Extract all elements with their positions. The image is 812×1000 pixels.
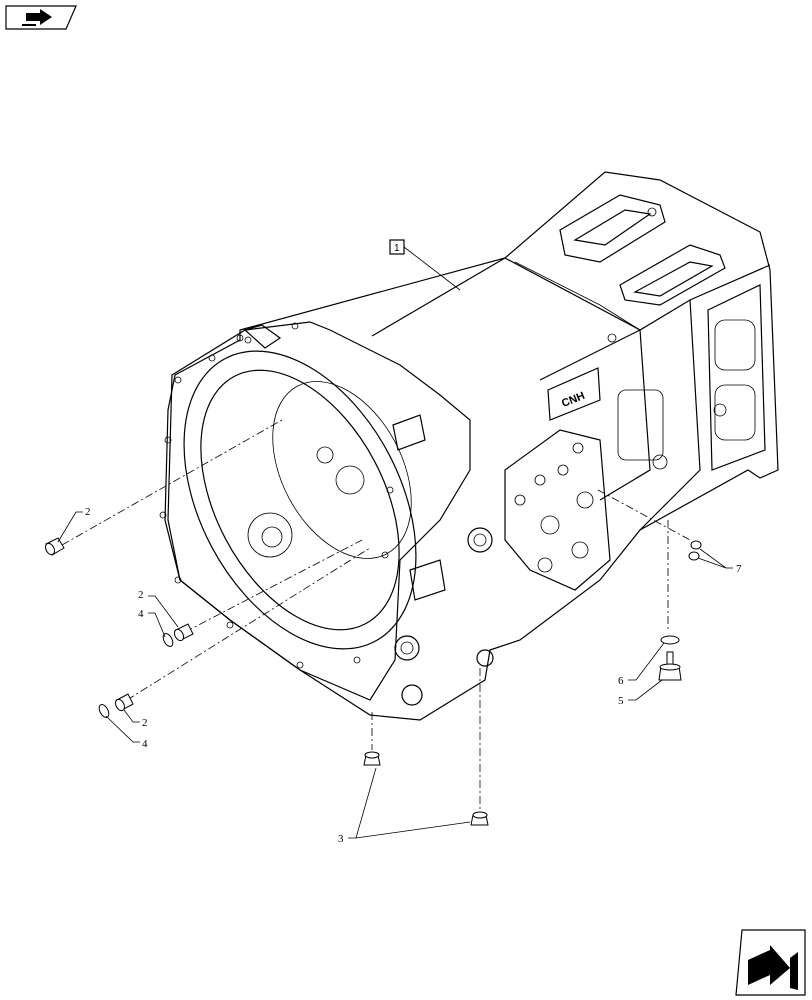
o-ring-6 [660, 635, 680, 645]
callout-3: 3 [338, 833, 344, 845]
projection-lines [61, 419, 691, 810]
plug-3-left [363, 751, 381, 766]
transmission-housing: CNH [159, 171, 779, 721]
callout-2-upper: 2 [85, 506, 91, 518]
plug-5 [658, 651, 682, 681]
callout-6: 6 [618, 675, 624, 687]
plug-2-middle [173, 623, 194, 642]
plug-3-right [470, 811, 489, 826]
callout-1: 1 [389, 239, 461, 291]
callout-2-lower: 2 [142, 717, 148, 729]
flange-bolt-holes [159, 322, 394, 669]
callout-4-lower: 4 [142, 738, 148, 750]
o-ring-4-middle [162, 633, 174, 647]
callout-2-middle: 2 [138, 589, 144, 601]
fittings-7 [688, 540, 702, 561]
leader-lines [57, 511, 733, 839]
plug-2-lower [114, 693, 134, 712]
o-ring-4-lower [98, 704, 110, 718]
callout-5: 5 [618, 695, 624, 707]
plug-2-upper [44, 537, 65, 556]
callout-4-middle: 4 [138, 608, 144, 620]
book-arrow-icon[interactable] [5, 5, 77, 30]
callout-7: 7 [736, 563, 742, 575]
callout-1-label: 1 [394, 243, 400, 254]
callout-numbers: 2 2 4 2 4 3 6 5 7 [85, 506, 742, 845]
exit-arrow-icon[interactable] [735, 929, 806, 996]
